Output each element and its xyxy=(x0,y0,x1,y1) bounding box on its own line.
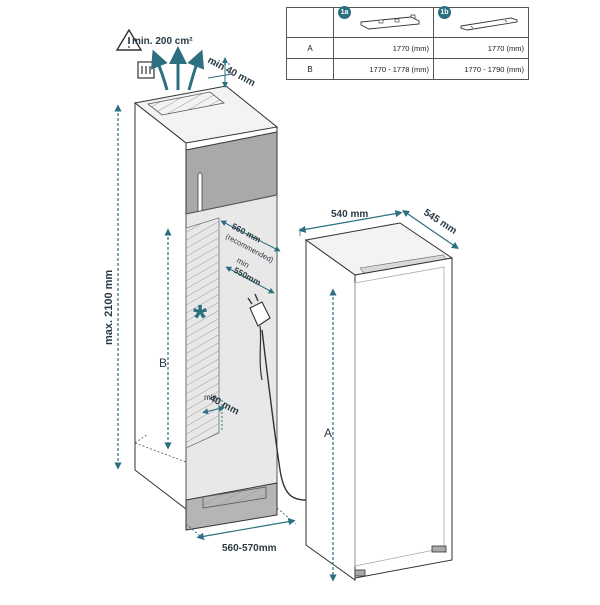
bracket-1a-icon xyxy=(360,14,420,29)
warning-triangle-icon xyxy=(115,28,143,51)
power-cable xyxy=(261,329,307,501)
asterisk-icon: * xyxy=(193,297,207,338)
badge-1a: 1a xyxy=(338,5,351,19)
bracket-1b-icon xyxy=(460,17,518,30)
table-header-row: 1a 1b xyxy=(286,5,529,38)
row-value-1a: 1770 (mm) xyxy=(333,37,434,59)
fridge-side xyxy=(305,239,356,581)
row-value-1b: 1770 (mm) xyxy=(433,37,529,59)
fridge-width-label: 540 mm xyxy=(331,209,368,220)
ventilation-grille-icon xyxy=(147,91,225,116)
fridge-depth-dimension xyxy=(402,209,459,250)
min-40-bottom-prefix: min xyxy=(204,393,217,402)
b-label: B xyxy=(159,356,167,370)
fridge-door xyxy=(354,257,453,579)
niche-width-dimension xyxy=(220,220,281,252)
table-header-1a: 1a xyxy=(333,5,434,38)
ventilation-icon xyxy=(137,61,155,79)
fridge-depth-label: 545 mm xyxy=(421,207,458,237)
depth-dimension xyxy=(185,507,297,541)
depth-label: 560-570mm xyxy=(222,543,277,554)
niche-hatched-wall xyxy=(185,217,220,449)
badge-1b: 1b xyxy=(438,5,451,19)
min-40-top-dim xyxy=(207,57,233,88)
row-value-1b: 1770 - 1790 (mm) xyxy=(433,58,529,80)
plinth-vent xyxy=(202,486,267,509)
table-header-1b: 1b xyxy=(433,5,529,38)
fridge-width-dimension xyxy=(298,210,403,236)
power-plug-icon xyxy=(247,293,271,381)
row-label: B xyxy=(286,58,334,80)
max-height-label: max. 2100 mm xyxy=(103,270,115,345)
table-row: A 1770 (mm) 1770 (mm) xyxy=(286,37,529,59)
a-label: A xyxy=(324,426,332,440)
refrigerator xyxy=(304,222,454,581)
min-area-label: min. 200 cm² xyxy=(132,36,193,47)
min-40-top-label: min 40 mm xyxy=(206,55,257,89)
fridge-foot-left xyxy=(354,569,366,577)
cabinet-left-side xyxy=(134,101,187,511)
table-header-empty xyxy=(286,7,334,38)
min-550-dimension xyxy=(225,266,275,294)
airflow-arrow-icon xyxy=(150,46,205,91)
row-label: A xyxy=(286,37,334,59)
row-value-1a: 1770 - 1778 (mm) xyxy=(333,58,434,80)
spec-table: 1a 1b A 1770 (mm) 1770 (mm) B 1770 - 177… xyxy=(286,5,529,80)
table-row: B 1770 - 1778 (mm) 1770 - 1790 (mm) xyxy=(286,58,529,80)
fridge-foot-right xyxy=(431,545,447,553)
min-40-bottom-dim xyxy=(202,400,225,432)
